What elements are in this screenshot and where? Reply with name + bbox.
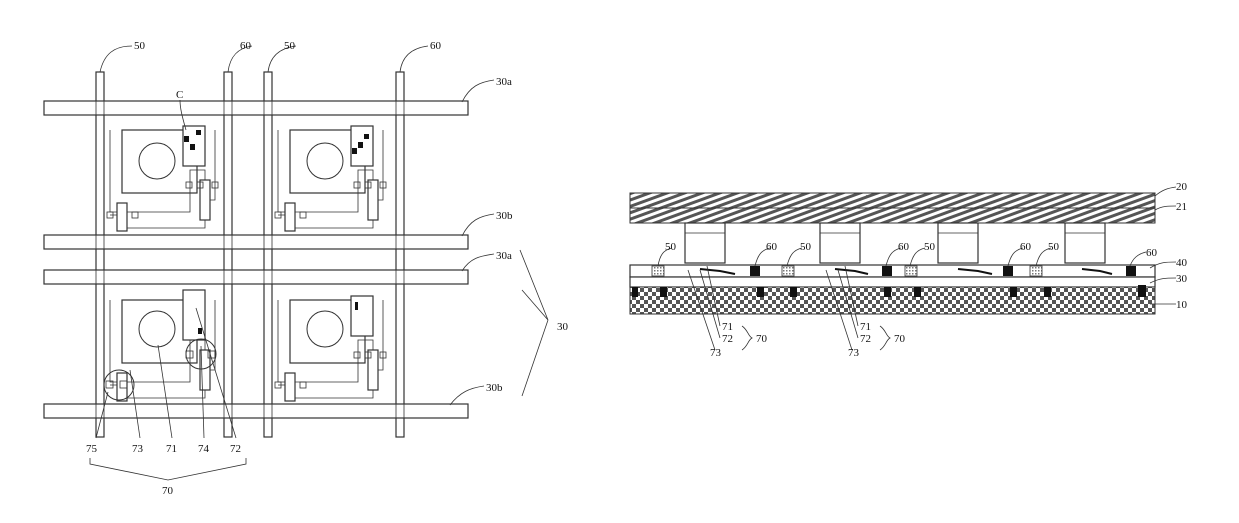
label-72: 72 (722, 333, 733, 345)
label-30: 30 (557, 321, 569, 333)
plan-view: 50 60 50 60 C 30a 30b 30a 30b 30 75 73 7… (44, 40, 569, 497)
label-30a: 30a (496, 250, 512, 262)
label-60: 60 (1146, 247, 1158, 259)
label-70: 70 (894, 333, 906, 345)
label-60: 60 (240, 40, 252, 52)
label-10: 10 (1176, 299, 1188, 311)
label-20: 20 (1176, 181, 1188, 193)
label-70: 70 (756, 333, 768, 345)
label-60: 60 (430, 40, 442, 52)
spacer (1065, 223, 1105, 263)
label-73: 73 (848, 347, 860, 359)
label-50: 50 (284, 40, 296, 52)
label-60: 60 (898, 241, 910, 253)
label-73: 73 (132, 443, 144, 455)
spacer (685, 223, 725, 263)
common-line-60-left (224, 72, 232, 437)
label-71: 71 (722, 321, 733, 333)
label-50: 50 (800, 241, 812, 253)
spacer (820, 223, 860, 263)
cross-section: 20 21 40 30 10 50 60 50 60 50 60 50 60 7… (630, 181, 1188, 359)
data-line-50-left (96, 72, 104, 437)
label-72: 72 (860, 333, 871, 345)
label-71: 71 (860, 321, 871, 333)
label-21: 21 (1176, 201, 1187, 213)
pixel-bottom-left (104, 290, 216, 401)
label-30b: 30b (486, 382, 503, 394)
label-72: 72 (230, 443, 241, 455)
label-73: 73 (710, 347, 722, 359)
label-74: 74 (198, 443, 210, 455)
label-30: 30 (1176, 273, 1188, 285)
label-50: 50 (924, 241, 936, 253)
label-c: C (176, 89, 183, 101)
label-30b: 30b (496, 210, 513, 222)
pixel-bottom-right (275, 296, 386, 401)
label-50: 50 (134, 40, 146, 52)
data-line-50-right (264, 72, 272, 437)
label-60: 60 (766, 241, 778, 253)
label-40: 40 (1176, 257, 1188, 269)
label-50: 50 (1048, 241, 1060, 253)
label-60: 60 (1020, 241, 1032, 253)
dark-block (184, 136, 189, 142)
layer-30 (630, 277, 1155, 287)
common-line-60-right (396, 72, 404, 437)
label-75: 75 (86, 443, 98, 455)
label-50: 50 (665, 241, 677, 253)
label-70: 70 (162, 485, 174, 497)
label-30a: 30a (496, 76, 512, 88)
pixel-top-right (275, 126, 386, 231)
label-71: 71 (166, 443, 177, 455)
pixel-top-left (107, 126, 218, 231)
spacer (938, 223, 978, 263)
